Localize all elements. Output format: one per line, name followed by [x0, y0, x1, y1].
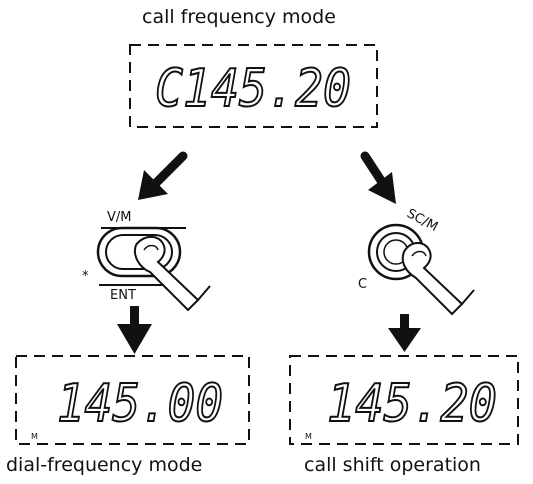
arrow-down-to-left-panel	[117, 306, 152, 354]
left-memory-indicator: M	[31, 432, 38, 441]
vm-ent-button-group: V/M * ENT	[82, 210, 211, 312]
arrow-down-to-right-panel	[388, 314, 421, 352]
top-display-panel: C145.20	[129, 44, 378, 128]
left-display-panel: 145.00 M	[15, 355, 250, 445]
pressing-finger-right	[401, 242, 475, 316]
right-memory-indicator: M	[305, 432, 312, 441]
left-display-readout: 145.00	[57, 374, 223, 434]
arrow-down-left	[138, 151, 188, 200]
caption-dial-frequency-mode: dial-frequency mode	[6, 454, 203, 476]
right-display-readout: 145.20	[327, 374, 497, 434]
caption-call-frequency-mode: call frequency mode	[142, 6, 336, 28]
arrow-down-right	[360, 151, 396, 204]
asterisk-mark: *	[82, 269, 89, 284]
right-display-panel: 145.20 M	[289, 355, 519, 445]
vm-ent-button[interactable]	[96, 226, 182, 278]
c-label: C	[358, 277, 367, 292]
ent-label: ENT	[110, 288, 136, 303]
vm-label: V/M	[107, 210, 132, 225]
top-display-readout: C145.20	[155, 59, 351, 119]
caption-call-shift-operation: call shift operation	[304, 454, 481, 476]
scm-c-button-group: SC/M C	[358, 206, 475, 316]
scm-label: SC/M	[404, 206, 440, 235]
pressing-finger-left	[134, 235, 211, 312]
